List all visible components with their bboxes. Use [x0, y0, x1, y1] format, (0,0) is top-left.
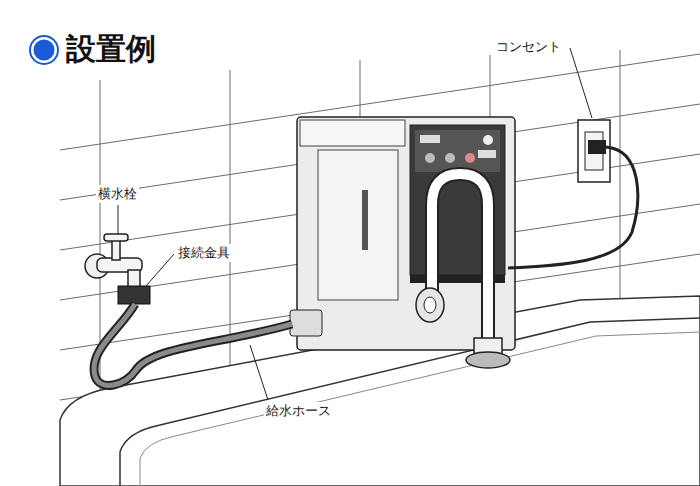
- supply-hose-inner: [94, 304, 292, 385]
- sink-basin-inner: [140, 332, 700, 486]
- device: [290, 117, 515, 350]
- outlet-pipe: [416, 174, 510, 368]
- part-label: 接続金具: [176, 244, 232, 262]
- part-label: 給水ホース: [264, 402, 333, 420]
- part-label: 横水栓: [96, 185, 139, 203]
- title-bullet: [32, 38, 56, 62]
- supply-hose: [94, 304, 292, 385]
- title: 設置例: [66, 31, 156, 67]
- wall-socket: [578, 120, 610, 182]
- power-cord: [508, 147, 638, 268]
- part-label: コンセント: [494, 38, 563, 56]
- faucet: [85, 234, 150, 304]
- leader-lines: [118, 48, 592, 400]
- title-bullet-ring: [30, 36, 58, 64]
